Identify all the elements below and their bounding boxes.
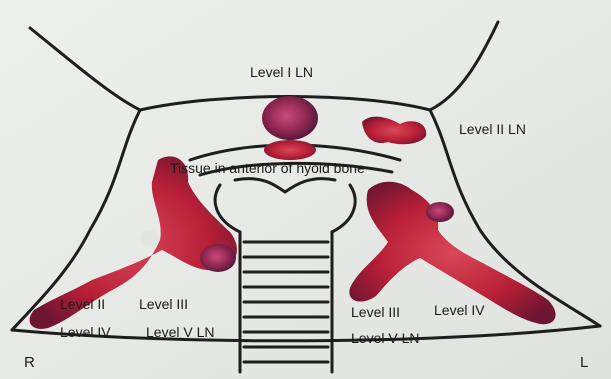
right-level-3-node	[200, 244, 236, 272]
level-1-node	[262, 96, 318, 140]
label-left-level-5: Level V LN	[351, 330, 419, 346]
label-right-level-3: Level III	[139, 296, 188, 312]
hyoid-tissue	[264, 140, 316, 160]
label-right-level-4: Level IV	[60, 324, 111, 340]
label-hyoid-tissue: Tissue in anterior of hyoid bone	[170, 160, 365, 176]
label-side-left: L	[580, 355, 588, 371]
label-right-level-2: Level II	[60, 296, 105, 312]
label-right-level-5: Level V LN	[146, 324, 214, 340]
label-side-right: R	[24, 355, 35, 371]
right-specimen-gap	[140, 230, 160, 246]
label-level-2-left: Level II LN	[459, 121, 526, 137]
label-left-level-3: Level III	[351, 304, 400, 320]
label-left-level-4: Level IV	[434, 302, 485, 318]
label-level-1: Level I LN	[250, 64, 313, 80]
left-level-2-node	[426, 202, 454, 222]
